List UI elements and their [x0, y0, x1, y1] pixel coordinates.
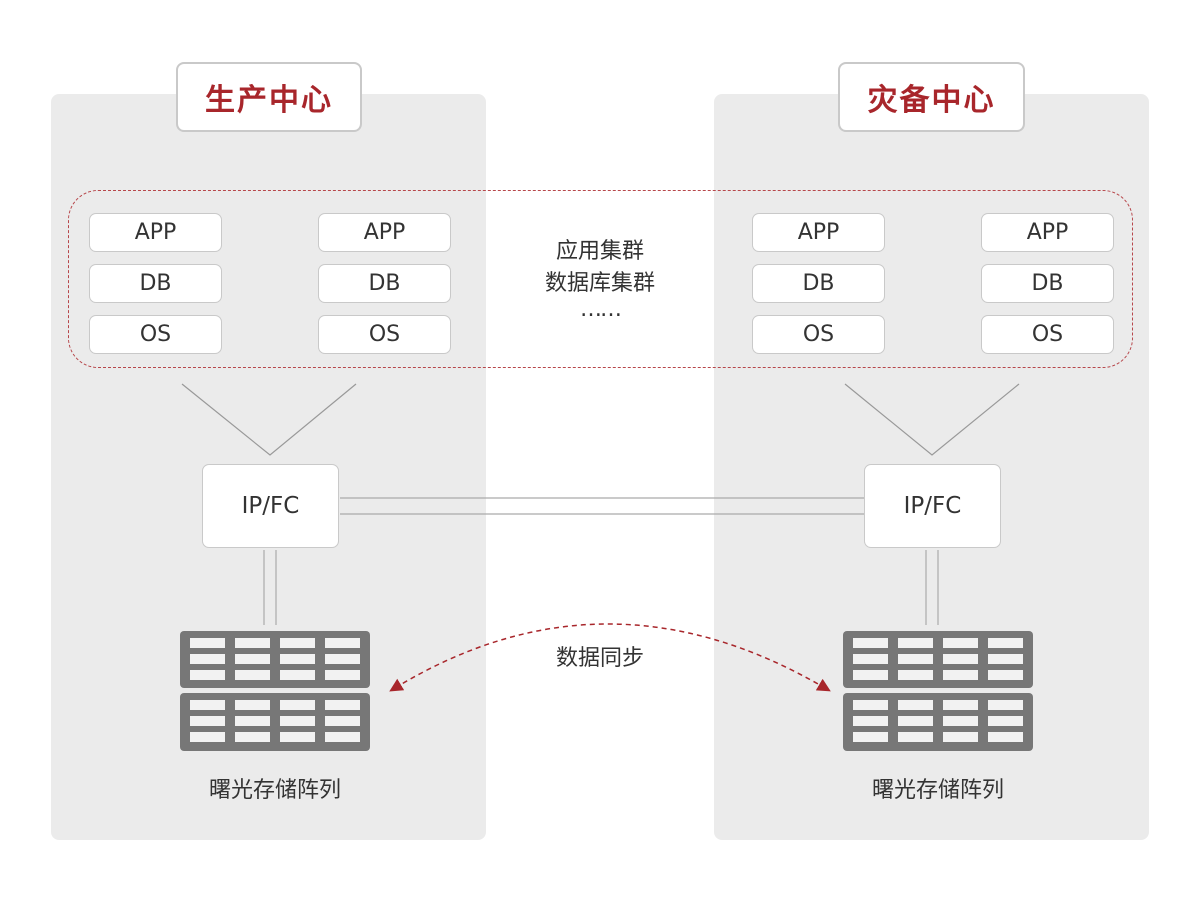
db-box: DB [89, 264, 222, 303]
connector-left [181, 383, 357, 456]
production-center-title: 生产中心 [176, 62, 362, 132]
app-box: APP [752, 213, 885, 252]
cluster-note-app: 应用集群 [555, 239, 644, 264]
disaster-recovery-center-title: 灾备中心 [838, 62, 1025, 132]
db-box: DB [318, 264, 451, 303]
switch-ipfc: IP/FC [864, 464, 1001, 548]
app-box: APP [89, 213, 222, 252]
cluster-note-ellipsis: …… [580, 297, 622, 322]
sync-arrow [389, 623, 831, 692]
db-box: DB [981, 264, 1114, 303]
os-box: OS [981, 315, 1114, 354]
switch-ipfc: IP/FC [202, 464, 339, 548]
os-box: OS [318, 315, 451, 354]
storage-label: 曙光存储阵列 [208, 778, 341, 803]
storage-array-left [180, 631, 370, 751]
cluster-note-db: 数据库集群 [544, 271, 655, 296]
storage-label: 曙光存储阵列 [871, 778, 1004, 803]
app-box: APP [318, 213, 451, 252]
app-box: APP [981, 213, 1114, 252]
connector-right [844, 383, 1020, 456]
cluster-boundary [68, 190, 1133, 368]
db-box: DB [752, 264, 885, 303]
storage-array-right [843, 631, 1033, 751]
os-box: OS [752, 315, 885, 354]
os-box: OS [89, 315, 222, 354]
data-sync-label: 数据同步 [555, 646, 644, 671]
